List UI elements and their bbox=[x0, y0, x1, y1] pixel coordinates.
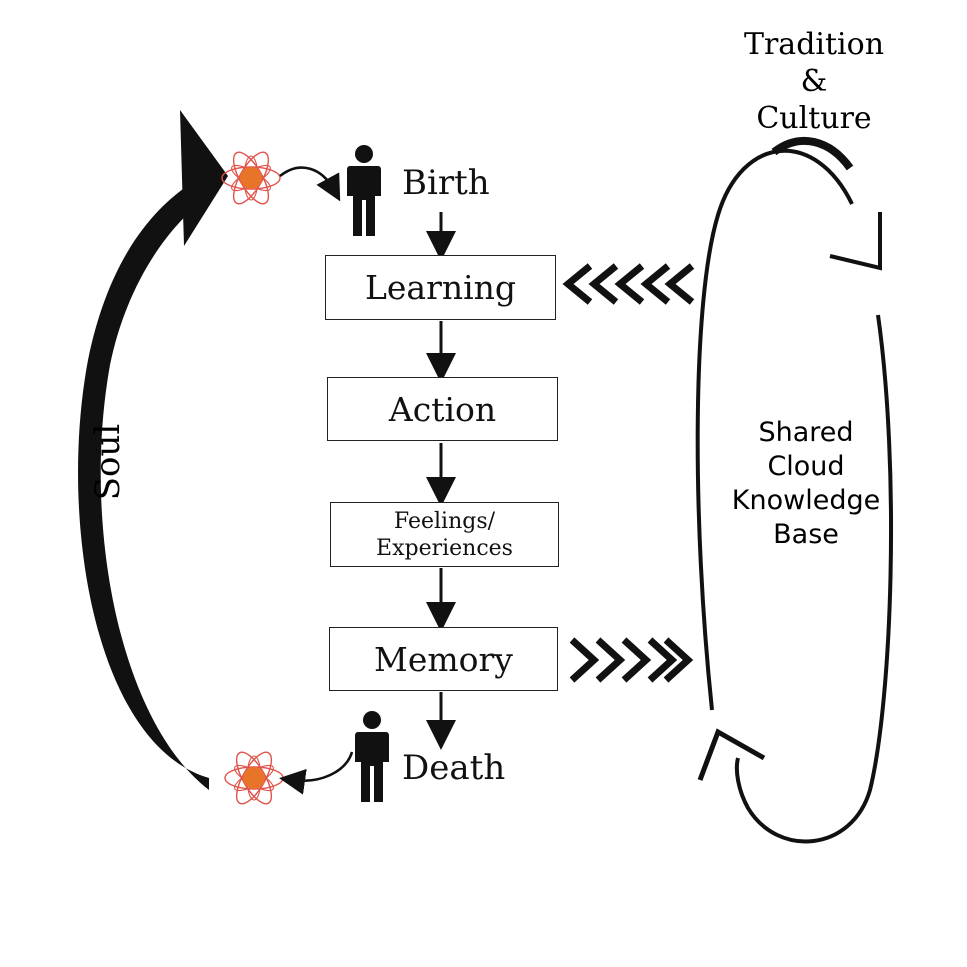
soul-flower-icon bbox=[221, 146, 281, 210]
knowledge-cycle-arrowhead-top bbox=[829, 212, 882, 271]
soul-label: Soul bbox=[88, 423, 128, 501]
person-icon bbox=[347, 145, 381, 236]
knowledge-base-line1: Shared bbox=[758, 417, 854, 448]
death-label: Death bbox=[402, 748, 506, 788]
knowledge-base-line3: Knowledge bbox=[731, 485, 881, 516]
knowledge-base-line2: Cloud bbox=[767, 451, 845, 482]
chevron-arrow-icon bbox=[562, 263, 695, 305]
knowledge-cycle-top-thick bbox=[771, 136, 854, 171]
memory-label: Memory bbox=[374, 639, 513, 679]
action-label: Action bbox=[388, 389, 497, 429]
birth-label: Birth bbox=[402, 163, 490, 203]
action-box: Action bbox=[327, 377, 558, 441]
death-to-flower-arrow bbox=[279, 751, 354, 795]
memory-box: Memory bbox=[329, 627, 558, 691]
culture-line: Culture bbox=[756, 101, 872, 136]
knowledge-base-line4: Base bbox=[773, 519, 839, 550]
knowledge-cycle-left-arc bbox=[695, 149, 854, 711]
tradition-culture-title: Tradition & Culture bbox=[714, 26, 914, 137]
knowledge-cycle-arrowhead-bottom bbox=[697, 728, 766, 781]
knowledge-cycle-right-arc bbox=[734, 314, 894, 844]
feelings-box: Feelings/ Experiences bbox=[330, 502, 559, 567]
ampersand-line: & bbox=[800, 64, 828, 99]
soul-arrowhead bbox=[180, 110, 228, 246]
chevron-arrow-icon bbox=[569, 637, 694, 683]
learning-label: Learning bbox=[364, 268, 517, 307]
flower-to-birth-arrow bbox=[279, 166, 341, 202]
knowledge-base-label: Shared Cloud Knowledge Base bbox=[706, 416, 906, 552]
feelings-label-line1: Feelings/ bbox=[393, 508, 496, 534]
soul-cycle-arc bbox=[78, 182, 210, 790]
person-icon bbox=[355, 711, 389, 802]
tradition-line: Tradition bbox=[743, 27, 885, 62]
feelings-label-line2: Experiences bbox=[376, 535, 513, 561]
soul-flower-icon bbox=[224, 746, 284, 810]
learning-box: Learning bbox=[325, 255, 556, 320]
